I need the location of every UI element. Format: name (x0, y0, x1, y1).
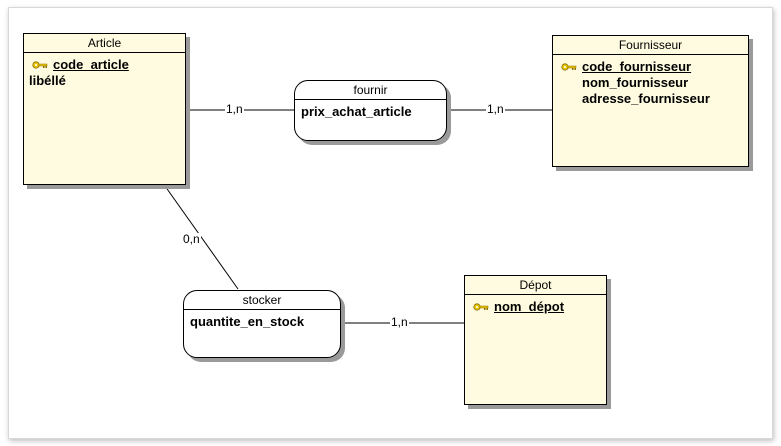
association-attribute: quantite_en_stock (190, 314, 305, 329)
entity-article[interactable]: Article code_article libéllé (23, 33, 186, 185)
entity-attribute: nom_fournisseur (582, 75, 689, 90)
key-icon (561, 63, 577, 71)
entity-attribute-key: code_article (29, 57, 180, 73)
association-fournir[interactable]: fournir prix_achat_article (294, 80, 447, 141)
association-attribute: prix_achat_article (301, 104, 412, 119)
cardinality-article-stocker: 0,n (182, 232, 201, 246)
association-title: stocker (184, 291, 340, 310)
entity-depot[interactable]: Dépot nom_dépot (464, 275, 607, 405)
key-icon (32, 61, 48, 69)
entity-attribute-key: code_fournisseur (558, 59, 743, 75)
entity-title: Dépot (465, 276, 606, 295)
key-icon (473, 303, 489, 311)
cardinality-depot-stocker: 1,n (390, 315, 409, 329)
entity-attribute-key: nom_dépot (470, 299, 601, 315)
entity-attribute: adresse_fournisseur (582, 91, 710, 106)
link-article-stocker (164, 185, 239, 290)
entity-title: Article (24, 34, 185, 53)
cardinality-fournisseur-fournir: 1,n (486, 102, 505, 116)
entity-title: Fournisseur (553, 36, 748, 55)
association-title: fournir (295, 81, 446, 100)
entity-fournisseur[interactable]: Fournisseur code_fournisseur nom_fournis… (552, 35, 749, 167)
entity-attribute: libéllé (29, 73, 66, 88)
association-stocker[interactable]: stocker quantite_en_stock (183, 290, 341, 358)
cardinality-article-fournir: 1,n (225, 102, 244, 116)
